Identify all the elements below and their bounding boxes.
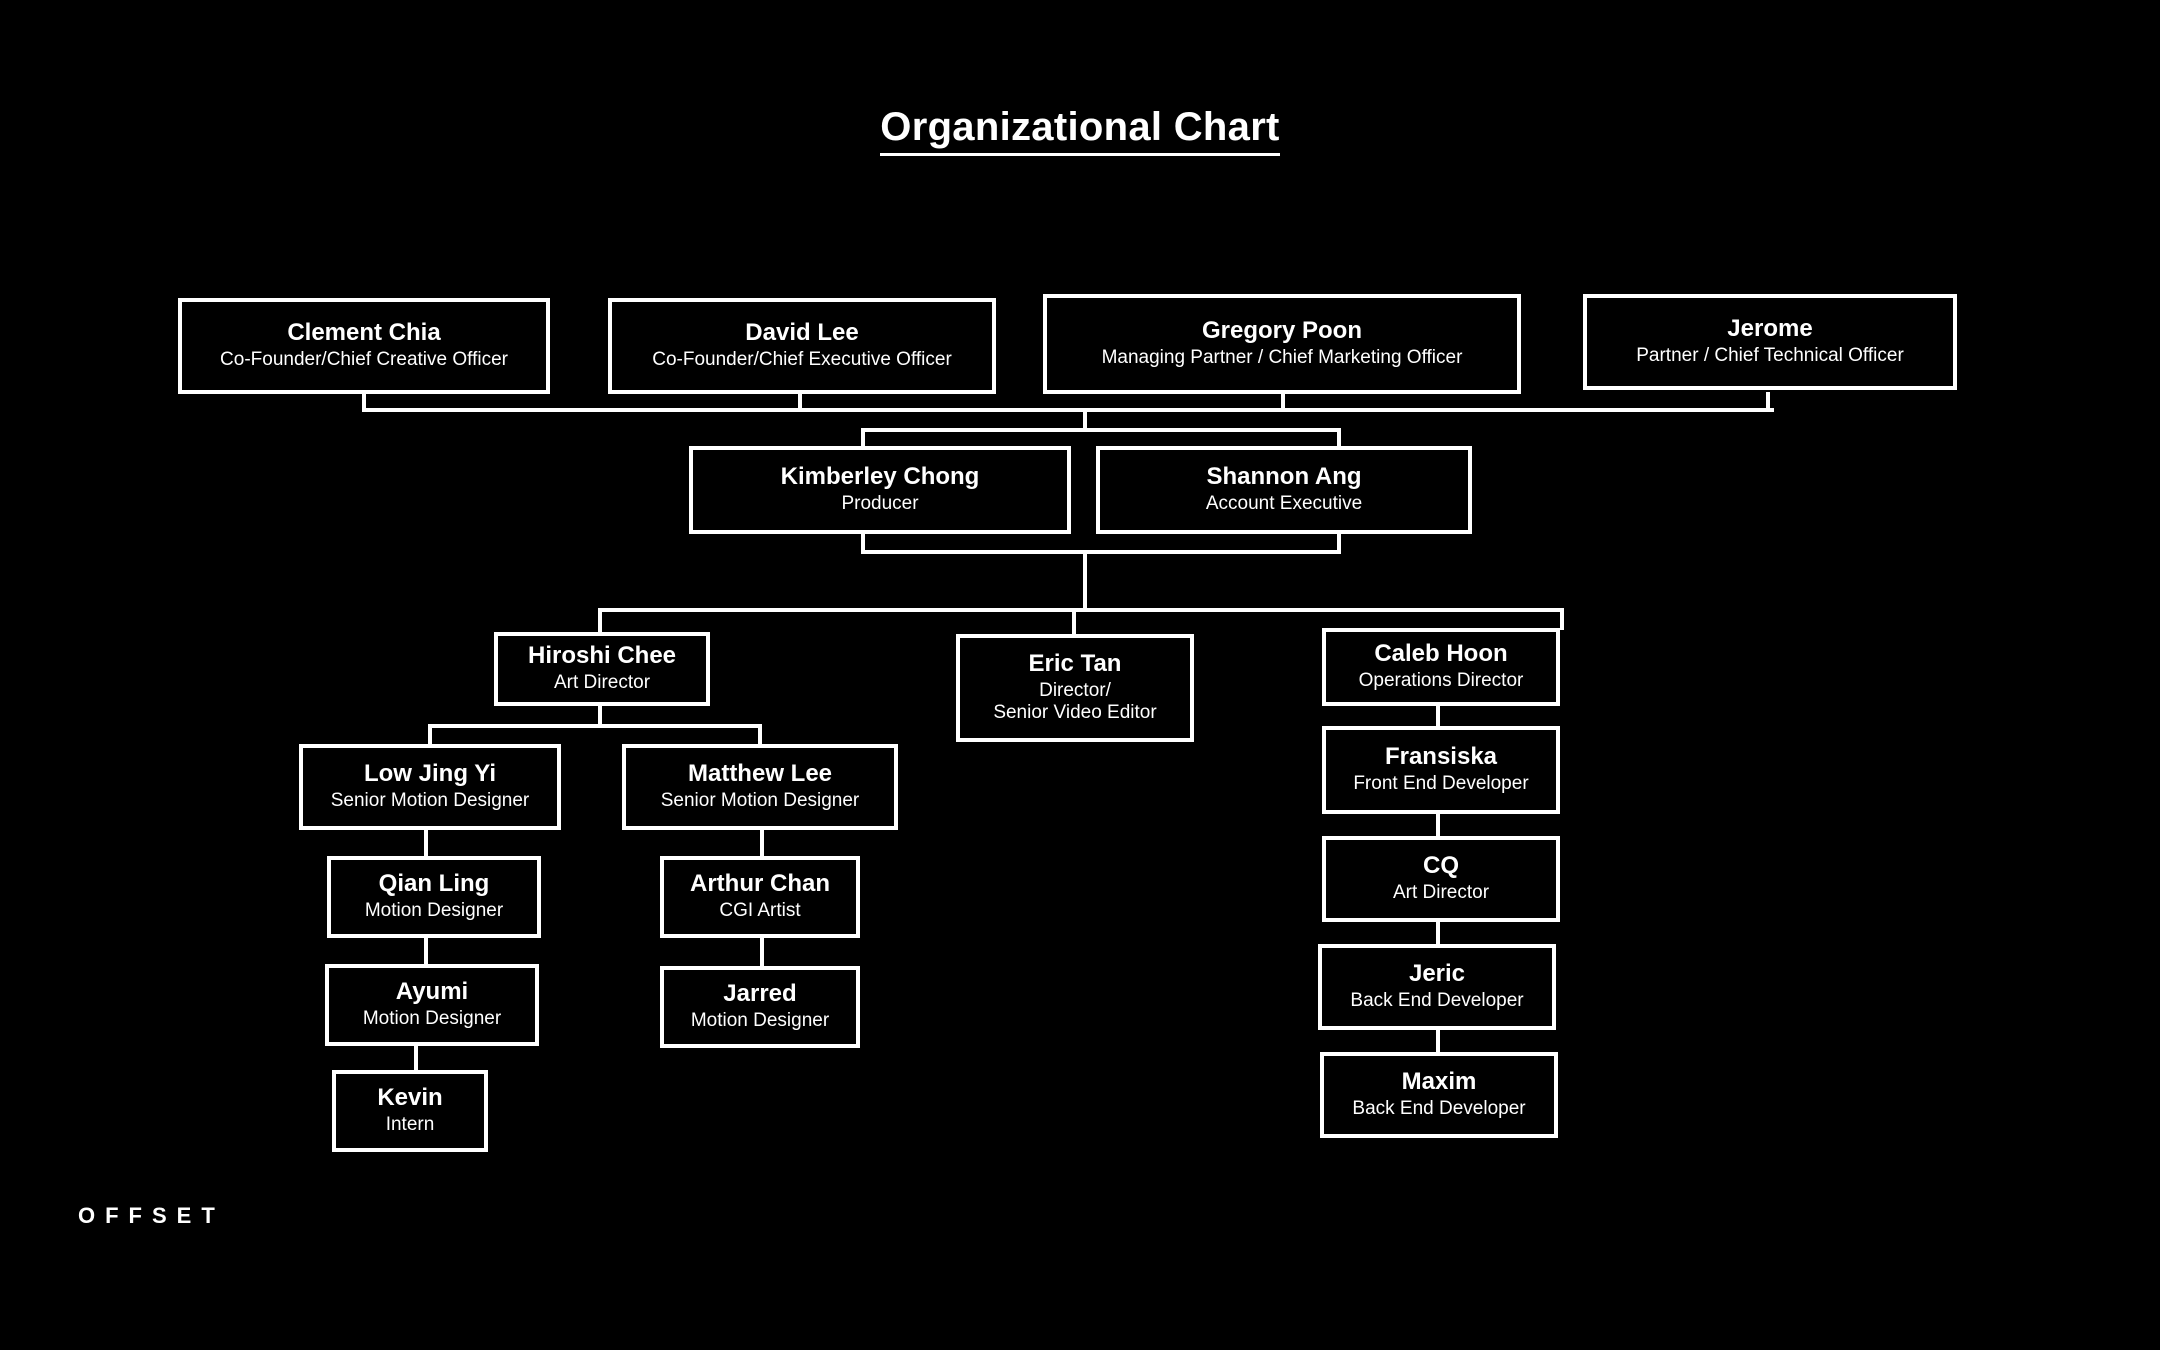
node-shannon-ang[interactable]: Shannon Ang Account Executive xyxy=(1096,446,1472,534)
node-name: Clement Chia xyxy=(287,319,441,347)
offset-watermark: OFFSET xyxy=(78,1203,225,1228)
node-qian-ling[interactable]: Qian Ling Motion Designer xyxy=(327,856,541,938)
node-role: Motion Designer xyxy=(690,1010,830,1032)
node-role: Motion Designer xyxy=(364,900,504,922)
page-title: Organizational Chart xyxy=(0,105,2160,156)
node-role: Partner / Chief Technical Officer xyxy=(1636,345,1904,367)
node-name: Qian Ling xyxy=(378,870,490,898)
node-name: Kimberley Chong xyxy=(780,463,980,491)
node-role: Managing Partner / Chief Marketing Offic… xyxy=(1101,347,1463,369)
connector-hiroshi-down xyxy=(598,706,602,728)
connector-clement-drop xyxy=(362,392,366,412)
node-role: Operations Director xyxy=(1358,670,1524,692)
node-david-lee[interactable]: David Lee Co-Founder/Chief Executive Off… xyxy=(608,298,996,394)
node-name: Jerome xyxy=(1727,315,1813,343)
node-gregory-poon[interactable]: Gregory Poon Managing Partner / Chief Ma… xyxy=(1043,294,1521,394)
node-role: CGI Artist xyxy=(719,900,801,922)
node-maxim[interactable]: Maxim Back End Developer xyxy=(1320,1052,1558,1138)
node-hiroshi-chee[interactable]: Hiroshi Chee Art Director xyxy=(494,632,710,706)
node-name: Matthew Lee xyxy=(687,760,833,788)
node-kevin[interactable]: Kevin Intern xyxy=(332,1070,488,1152)
connector-level2-bus-lower xyxy=(861,550,1341,554)
node-eric-tan[interactable]: Eric Tan Director/ Senior Video Editor xyxy=(956,634,1194,742)
connector-level2-center-drop xyxy=(1083,550,1087,612)
node-role: Senior Motion Designer xyxy=(660,790,860,812)
connector-matthew-up xyxy=(758,724,762,746)
connector-caleb-down xyxy=(1436,706,1440,728)
connector-matthew-down xyxy=(760,830,764,858)
node-jerome[interactable]: Jerome Partner / Chief Technical Officer xyxy=(1583,294,1957,390)
node-jeric[interactable]: Jeric Back End Developer xyxy=(1318,944,1556,1030)
node-role: Producer xyxy=(841,493,919,515)
node-name: Maxim xyxy=(1401,1068,1477,1096)
connector-gregory-drop xyxy=(1281,392,1285,412)
node-name: Shannon Ang xyxy=(1206,463,1362,491)
node-matthew-lee[interactable]: Matthew Lee Senior Motion Designer xyxy=(622,744,898,830)
node-role: Back End Developer xyxy=(1352,1098,1526,1120)
connector-level1-center-drop xyxy=(1083,408,1087,430)
node-kimberley-chong[interactable]: Kimberley Chong Producer xyxy=(689,446,1071,534)
connector-fransiska-down xyxy=(1436,814,1440,836)
connector-kimberley-up xyxy=(861,428,865,448)
connector-arthurchan-down xyxy=(760,938,764,968)
node-arthur-chan[interactable]: Arthur Chan CGI Artist xyxy=(660,856,860,938)
node-name: Low Jing Yi xyxy=(363,760,496,788)
node-role: Art Director xyxy=(553,672,651,694)
node-role: Co-Founder/Chief Executive Officer xyxy=(652,349,952,371)
node-name: David Lee xyxy=(745,319,859,347)
node-name: Jeric xyxy=(1408,960,1466,988)
page-title-text: Organizational Chart xyxy=(880,105,1280,156)
connector-hiroshi-up xyxy=(598,608,602,634)
connector-hiroshi-bus xyxy=(428,724,762,728)
connector-level3-bus xyxy=(598,608,1564,612)
connector-cq-down xyxy=(1436,922,1440,944)
node-role: Intern xyxy=(385,1114,435,1136)
node-name: Kevin xyxy=(377,1084,443,1112)
node-cq[interactable]: CQ Art Director xyxy=(1322,836,1560,922)
node-role: Account Executive xyxy=(1205,493,1363,515)
node-role: Front End Developer xyxy=(1353,773,1529,795)
connector-shannon-down xyxy=(1337,534,1341,554)
connector-level2-bus xyxy=(861,428,1341,432)
connector-ayumi-down xyxy=(414,1044,418,1072)
node-name: Eric Tan xyxy=(1028,650,1122,678)
connector-shannon-up xyxy=(1337,428,1341,448)
node-name: Arthur Chan xyxy=(690,870,830,898)
node-low-jing-yi[interactable]: Low Jing Yi Senior Motion Designer xyxy=(299,744,561,830)
node-ayumi[interactable]: Ayumi Motion Designer xyxy=(325,964,539,1046)
connector-lowjingyi-up xyxy=(428,724,432,746)
node-name: Hiroshi Chee xyxy=(527,642,677,670)
node-name: Caleb Hoon xyxy=(1374,640,1508,668)
node-name: Jarred xyxy=(723,980,797,1008)
node-name: Fransiska xyxy=(1384,743,1498,771)
connector-lowjingyi-down xyxy=(424,830,428,860)
connector-erictan-up xyxy=(1072,608,1076,636)
connector-jeric-down xyxy=(1436,1030,1440,1052)
connector-caleb-up xyxy=(1560,608,1564,630)
node-role: Back End Developer xyxy=(1350,990,1524,1012)
node-caleb-hoon[interactable]: Caleb Hoon Operations Director xyxy=(1322,628,1560,706)
node-role: Senior Motion Designer xyxy=(330,790,530,812)
connector-qianling-down xyxy=(424,938,428,966)
connector-jerome-drop xyxy=(1766,392,1770,412)
node-clement-chia[interactable]: Clement Chia Co-Founder/Chief Creative O… xyxy=(178,298,550,394)
node-name: CQ xyxy=(1423,852,1459,880)
node-role: Motion Designer xyxy=(362,1008,502,1030)
node-name: Ayumi xyxy=(395,978,469,1006)
node-role: Art Director xyxy=(1392,882,1490,904)
node-role: Co-Founder/Chief Creative Officer xyxy=(220,349,508,371)
node-jarred[interactable]: Jarred Motion Designer xyxy=(660,966,860,1048)
node-role: Director/ Senior Video Editor xyxy=(993,680,1157,724)
node-name: Gregory Poon xyxy=(1201,317,1363,345)
node-fransiska[interactable]: Fransiska Front End Developer xyxy=(1322,726,1560,814)
connector-david-drop xyxy=(798,392,802,412)
connector-kimberley-down xyxy=(861,534,865,554)
connector-level1-bus xyxy=(362,408,1774,412)
